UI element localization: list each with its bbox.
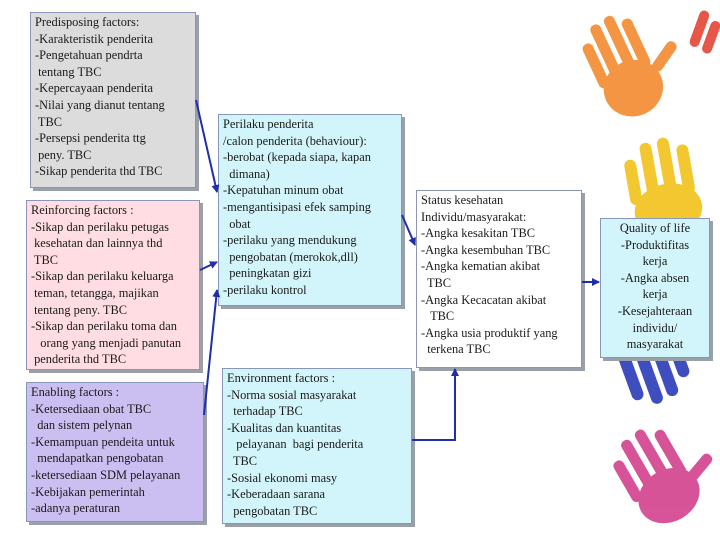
box-line: teman, tetangga, majikan xyxy=(31,285,159,300)
box-line: -Sikap dan perilaku toma dan xyxy=(31,319,177,334)
box-line: -Angka kematian akibat xyxy=(421,259,541,274)
box-line: masyarakat xyxy=(626,337,684,352)
box-line: -Ketersediaan obat TBC xyxy=(31,401,152,416)
box-line: mendapatkan pengobatan xyxy=(31,451,164,466)
handprint-icon xyxy=(613,429,713,524)
box-line: peningkatan gizi xyxy=(223,266,312,281)
box-line: kesehatan dan lainnya thd xyxy=(31,236,163,251)
box-line: -Pengetahuan pendrta xyxy=(35,48,143,63)
box-line: -mengantisipasi efek samping xyxy=(223,199,371,214)
reinforcing-factors-box: Reinforcing factors : -Sikap dan perilaku… xyxy=(26,200,200,370)
box-line: TBC xyxy=(421,309,455,324)
box-line: terkena TBC xyxy=(421,342,491,357)
box-line: -Norma sosial masyarakat xyxy=(227,387,357,402)
box-line: TBC xyxy=(35,114,62,129)
box-line: -Karakteristik penderita xyxy=(35,31,154,46)
box-line: -Sosial ekonomi masy xyxy=(227,470,338,485)
box-line: -Sikap dan perilaku petugas xyxy=(31,219,169,234)
box-heading: Perilaku penderita xyxy=(223,117,314,131)
box-line: -perilaku yang mendukung xyxy=(223,233,357,248)
box-line: -Angka usia produktif yang xyxy=(421,325,558,340)
box-line: penderita thd TBC xyxy=(31,352,127,367)
box-line: Individu/masyarakat: xyxy=(421,209,527,224)
box-line: -Sikap dan perilaku keluarga xyxy=(31,269,174,284)
box-line: -Persepsi penderita ttg xyxy=(35,131,146,146)
predisposing-factors-box: Predisposing factors: -Karakteristik pend… xyxy=(30,12,196,188)
box-line: -Kesejahteraan xyxy=(617,303,693,318)
box-heading: Status kesehatan xyxy=(421,193,504,207)
box-line: -Angka Kecacatan akibat xyxy=(421,292,547,307)
handprint-icon xyxy=(582,15,677,117)
box-line: dimana) xyxy=(223,166,270,181)
box-heading: Reinforcing factors : xyxy=(31,203,134,217)
box-line: TBC xyxy=(227,453,258,468)
box-line: tentang TBC xyxy=(35,64,102,79)
box-line: obat xyxy=(223,216,251,231)
box-line: dan sistem pelynan xyxy=(31,418,133,433)
box-line: pengobatan (merokok,dll) xyxy=(223,249,358,264)
box-line: -Nilai yang dianut tentang xyxy=(35,97,165,112)
box-line: -Sikap penderita thd TBC xyxy=(35,164,163,179)
box-line: tentang peny. TBC xyxy=(31,302,128,317)
behaviour-box: Perilaku penderita/calon penderita (beha… xyxy=(218,114,402,306)
box-heading: Enabling factors : xyxy=(31,385,120,399)
box-line: terhadap TBC xyxy=(227,404,303,419)
box-line: -ketersediaan SDM pelayanan xyxy=(31,467,181,482)
box-line: TBC xyxy=(421,275,452,290)
box-line: individu/ xyxy=(632,320,678,335)
box-line: TBC xyxy=(31,252,58,267)
box-line: pengobatan TBC xyxy=(227,503,318,518)
box-line: -adanya peraturan xyxy=(31,501,121,516)
box-line: -berobat (kepada siapa, kapan xyxy=(223,150,371,165)
handprint-icon xyxy=(689,10,720,54)
box-line: orang yang menjadi panutan xyxy=(31,335,182,350)
box-line: /calon penderita (behaviour): xyxy=(223,133,367,148)
box-line: peny. TBC xyxy=(35,147,92,162)
box-line: -Kepatuhan minum obat xyxy=(223,183,344,198)
box-line: pelayanan bagi penderita xyxy=(227,437,364,452)
box-line: kerja xyxy=(642,254,668,269)
box-line: -Produktifitas xyxy=(620,237,690,252)
box-line: -Kepercayaan penderita xyxy=(35,81,153,96)
box-line: -perilaku kontrol xyxy=(223,282,307,297)
box-line: kerja xyxy=(642,287,668,302)
box-heading: Quality of life xyxy=(619,221,691,235)
box-line: -Keberadaan sarana xyxy=(227,487,326,502)
enabling-factors-box: Enabling factors : -Ketersediaan obat TBC… xyxy=(26,382,204,522)
box-line: -Kualitas dan kuantitas xyxy=(227,420,342,435)
box-line: -Angka kesakitan TBC xyxy=(421,226,536,241)
box-heading: Predisposing factors: xyxy=(35,15,140,29)
box-heading: Environment factors : xyxy=(227,371,336,385)
environment-factors-box: Environment factors : -Norma sosial masya… xyxy=(222,368,412,524)
box-line: -Kebijakan pemerintah xyxy=(31,484,145,499)
box-line: -Angka kesembuhan TBC xyxy=(421,242,551,257)
box-line: -Angka absen xyxy=(620,270,690,285)
box-line: -Kemampuan pendeita untuk xyxy=(31,434,175,449)
